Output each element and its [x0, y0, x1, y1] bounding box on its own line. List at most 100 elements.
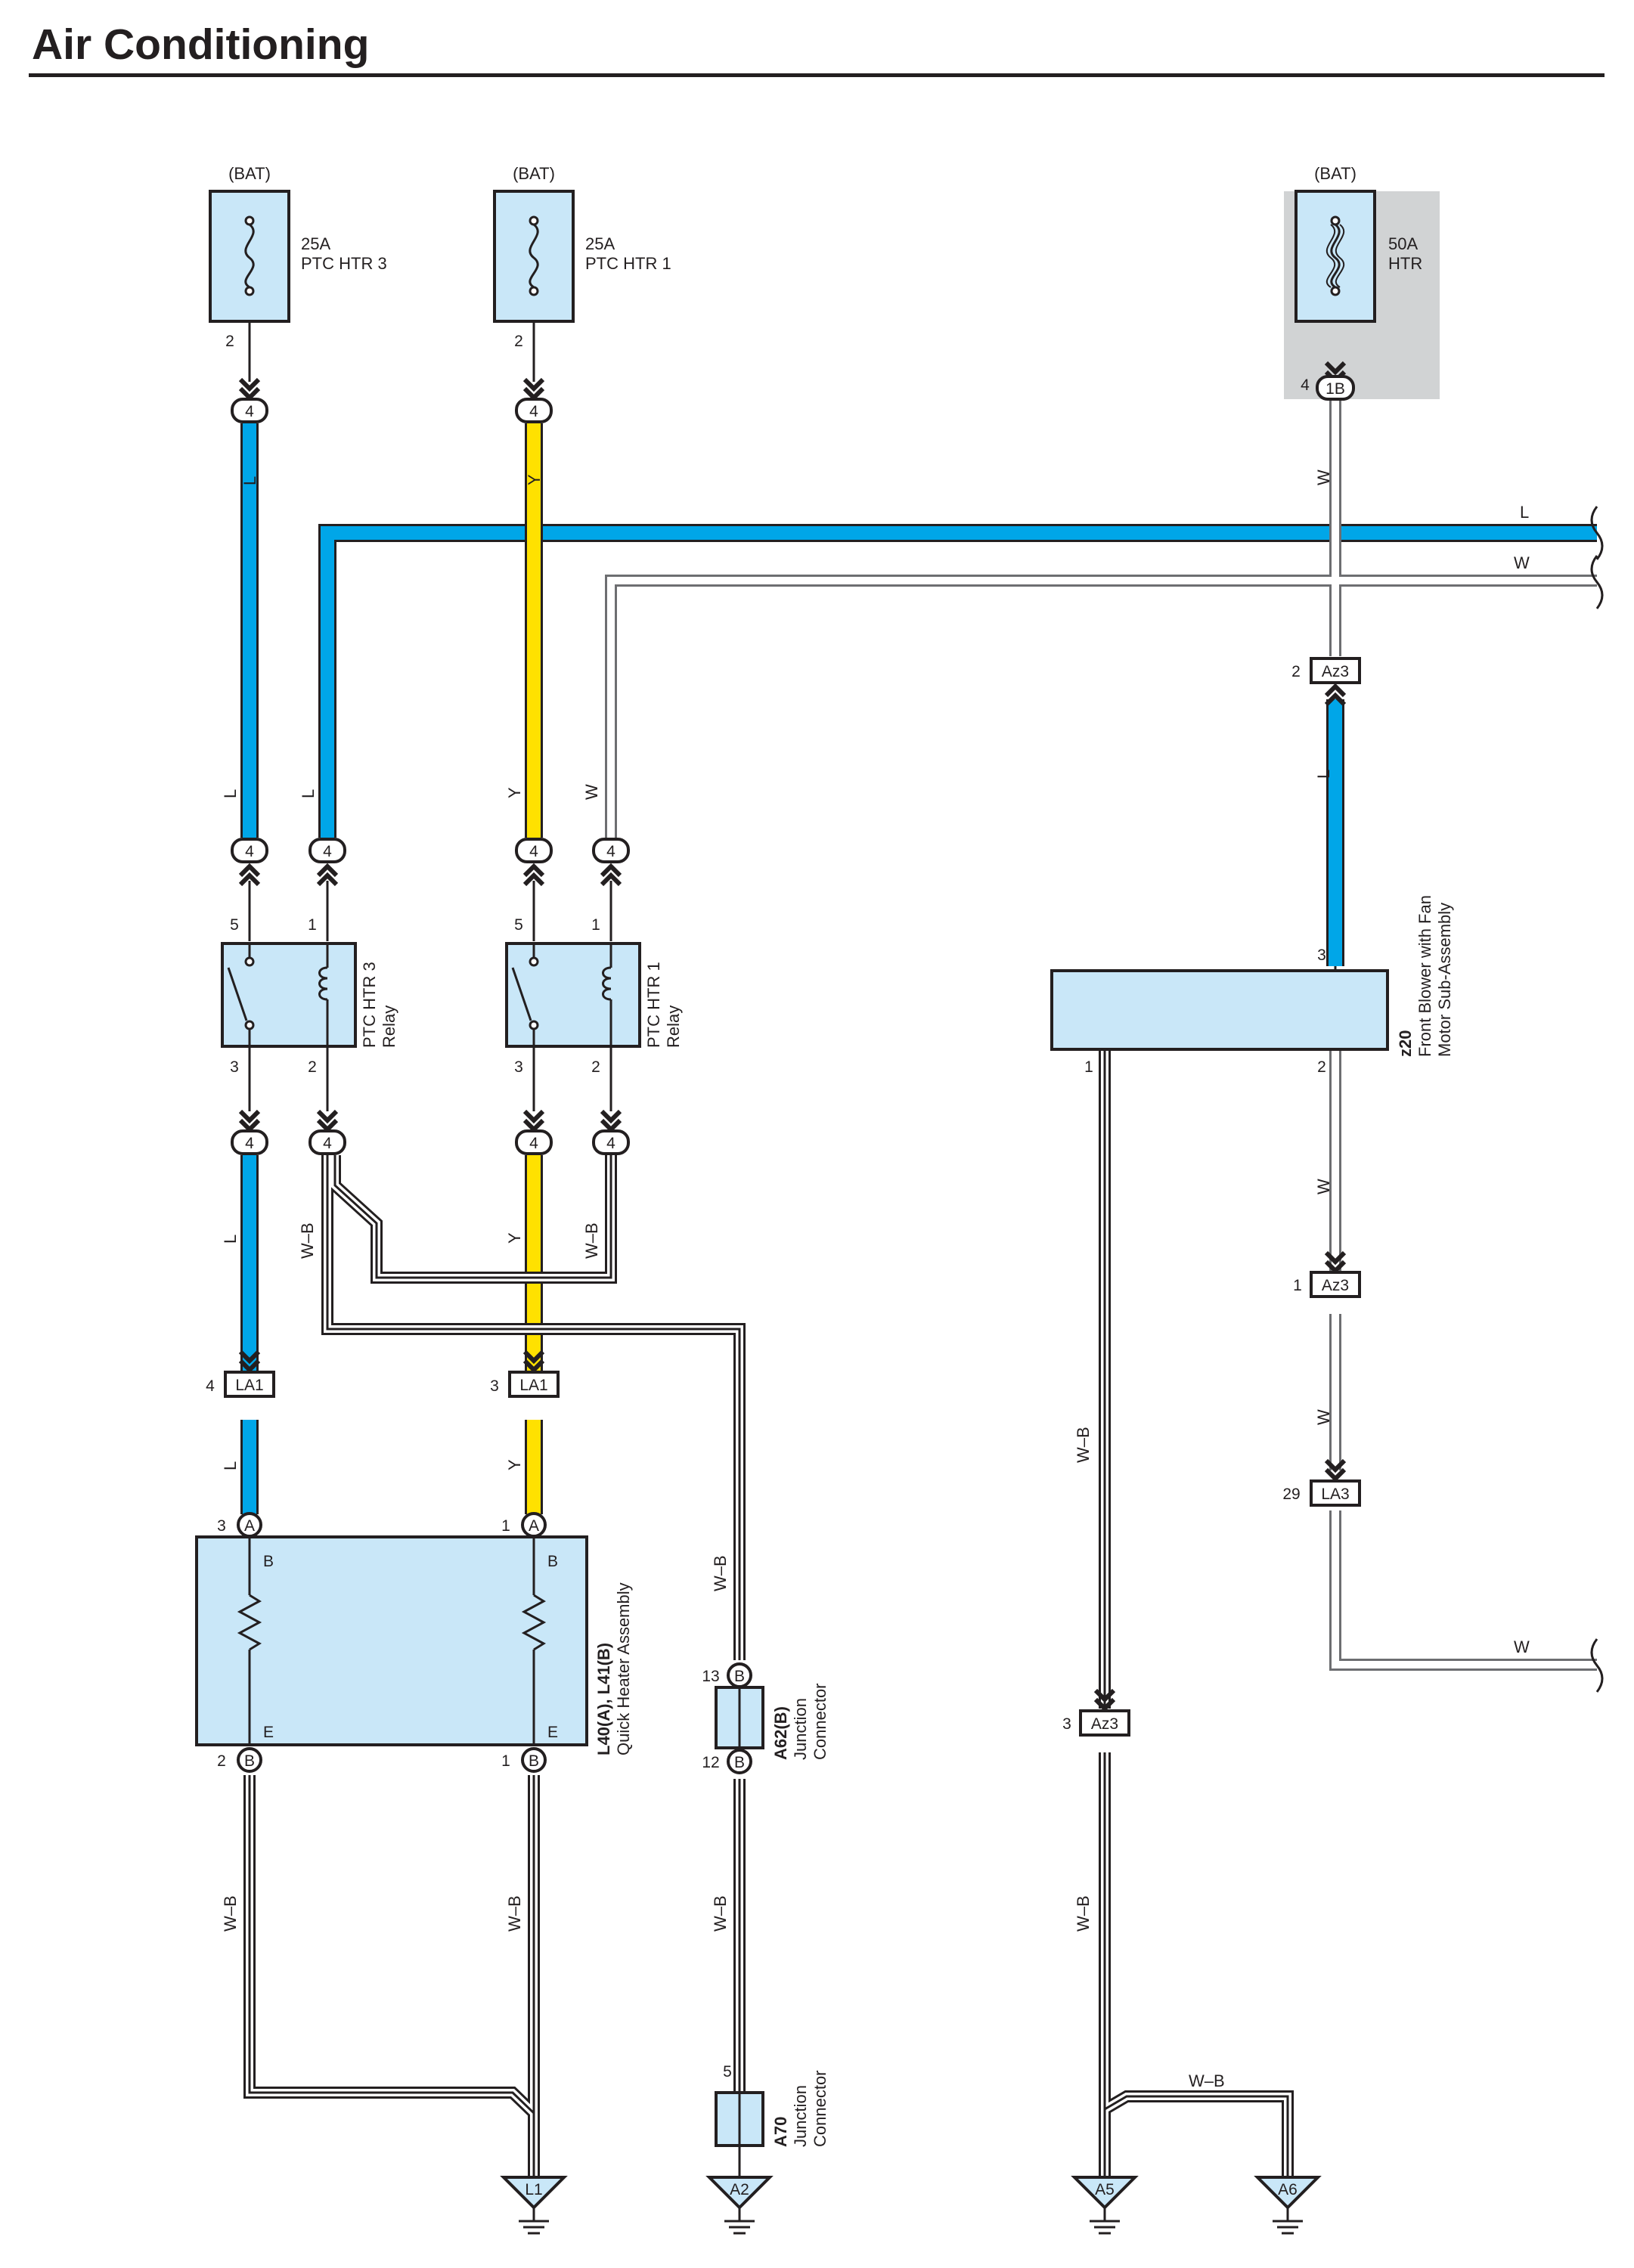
svg-text:4: 4 — [245, 843, 254, 860]
ground-icon — [724, 2208, 755, 2235]
relay-name-2: Relay — [380, 1005, 398, 1048]
wire-label: W–B — [1074, 1895, 1093, 1932]
svg-text:Az3: Az3 — [1322, 663, 1349, 680]
relay-pin: 5 — [514, 916, 523, 934]
wire-color-labels: L Y W L W L L Y W L L W–B Y W–B W W L Y … — [221, 469, 1530, 2090]
connector-1b — [1316, 375, 1355, 401]
component-name: Front Blower with Fan — [1415, 895, 1434, 1057]
relay-pin: 1 — [308, 916, 317, 934]
jb-pin-relay1-out-2: 4 — [592, 1111, 630, 1155]
terminal-label: B — [547, 1553, 558, 1570]
junction-connector-a70: 5 A70 Junction Connector — [715, 2063, 829, 2177]
ground-a5: A5 — [1071, 2176, 1139, 2235]
fuse-ptc-htr-1: (BAT) 25A PTC HTR 1 2 — [493, 164, 671, 350]
svg-text:4: 4 — [245, 1135, 254, 1152]
wire-label: W–B — [711, 1895, 730, 1932]
svg-text:13: 13 — [702, 1668, 719, 1685]
wire-label: L — [240, 476, 259, 485]
svg-text:4: 4 — [606, 1135, 615, 1152]
wire-label: W–B — [298, 1222, 317, 1259]
component-id: A62(B) — [771, 1706, 790, 1760]
component-id: z20 — [1396, 1030, 1415, 1057]
connector-az3-top: Az3 2 — [1291, 657, 1361, 705]
svg-text:B: B — [734, 1754, 745, 1771]
front-blower-motor: 3 1 2 z20 Front Blower with Fan Motor Su… — [1050, 895, 1454, 1076]
svg-text:12: 12 — [702, 1754, 719, 1771]
svg-text:LA1: LA1 — [235, 1377, 263, 1394]
wb-wires — [243, 1051, 1294, 2177]
fuse-name: PTC HTR 1 — [585, 254, 671, 273]
component-name-2: Connector — [811, 2070, 829, 2147]
wire-label: W–B — [505, 1895, 524, 1932]
wire-label: L — [1314, 770, 1333, 779]
terminal-label: E — [263, 1724, 274, 1741]
component-name: Quick Heater Assembly — [614, 1582, 633, 1755]
component-name: Junction — [791, 1698, 810, 1760]
wire-label: Y — [505, 1232, 524, 1244]
svg-text:5: 5 — [723, 2063, 732, 2081]
svg-text:1: 1 — [1293, 1277, 1302, 1294]
component-name: Junction — [791, 2085, 810, 2147]
jb-pin-relay3-out-3: 4 — [231, 1111, 268, 1155]
ground-icon — [1273, 2208, 1303, 2235]
relay-ptc-htr-3: 5 1 3 2 PTC HTR 3 Relay — [221, 916, 398, 1076]
connector-la1-l: LA1 4 — [206, 1352, 275, 1398]
svg-text:B: B — [244, 1752, 255, 1770]
ground-l1: L1 — [500, 2176, 568, 2235]
wire-label: W — [1314, 1409, 1333, 1425]
svg-text:4: 4 — [323, 843, 332, 860]
wire-label: W–B — [711, 1555, 730, 1591]
resistor-icon — [237, 1537, 547, 1745]
junction-connector-a62: B 13 B 12 A62(B) Junction Connector — [702, 1662, 829, 1774]
relay-name: PTC HTR 3 — [360, 962, 379, 1048]
jb-pin-relay1-in-5: 4 — [515, 838, 553, 885]
relay-name-2: Relay — [664, 1005, 683, 1048]
wire-label: Y — [505, 1459, 524, 1470]
jb-pin-relay1-in-1: 4 — [592, 838, 630, 885]
connector-la3: LA3 29 — [1282, 1461, 1361, 1507]
svg-text:3: 3 — [1062, 1715, 1071, 1733]
relay-ptc-htr-1: 5 1 3 2 PTC HTR 1 Relay — [505, 916, 683, 1076]
relay-pin: 1 — [591, 916, 600, 934]
svg-text:4: 4 — [529, 403, 538, 420]
svg-text:4: 4 — [245, 403, 254, 420]
wire-label: W — [1514, 1637, 1530, 1656]
component-name-2: Motor Sub-Assembly — [1435, 903, 1454, 1057]
jb-pin-relay3-in-1: 4 — [309, 838, 346, 885]
svg-text:3: 3 — [490, 1377, 499, 1395]
svg-text:4: 4 — [323, 1135, 332, 1152]
relay-icon — [511, 943, 612, 1046]
quick-heater-assembly: A 3 A 1 B 2 B 1 B B E E L40(A), L41(B) Q… — [195, 1512, 633, 1773]
fuse-name: PTC HTR 3 — [301, 254, 387, 273]
relay-name: PTC HTR 1 — [644, 962, 663, 1048]
wire-label: L — [221, 1235, 240, 1244]
relay-pin: 2 — [591, 1058, 600, 1076]
wire-label: W — [582, 784, 601, 800]
svg-text:Az3: Az3 — [1322, 1277, 1349, 1294]
svg-text:3: 3 — [217, 1517, 226, 1535]
svg-text:A6: A6 — [1278, 2181, 1298, 2198]
svg-text:2: 2 — [1317, 1058, 1326, 1076]
terminal-label: B — [263, 1553, 274, 1570]
ground-icon — [1090, 2208, 1120, 2235]
svg-text:3: 3 — [1317, 947, 1326, 964]
wire-label: W–B — [221, 1895, 240, 1932]
fuse-name: HTR — [1388, 254, 1422, 273]
svg-text:LA3: LA3 — [1321, 1486, 1349, 1503]
component-id: L40(A), L41(B) — [594, 1643, 613, 1755]
wire-label: Y — [525, 474, 544, 485]
svg-text:2: 2 — [217, 1752, 226, 1770]
svg-text:1: 1 — [1084, 1058, 1093, 1076]
svg-text:LA1: LA1 — [519, 1377, 547, 1394]
jb-pin-top-htr1: 4 — [515, 380, 553, 423]
fuse-icon — [244, 215, 255, 296]
svg-text:Az3: Az3 — [1091, 1715, 1118, 1733]
connector-az3-left: Az3 3 — [1062, 1690, 1130, 1737]
svg-text:B: B — [734, 1668, 745, 1685]
svg-text:1: 1 — [501, 1752, 510, 1770]
svg-text:A2: A2 — [730, 2181, 749, 2198]
wire-label: L — [221, 1461, 240, 1470]
jb-pin-relay3-in-5: 4 — [231, 838, 268, 885]
fusible-link-icon — [1325, 215, 1345, 296]
jb-pin-relay3-out-2: 4 — [309, 1111, 346, 1155]
